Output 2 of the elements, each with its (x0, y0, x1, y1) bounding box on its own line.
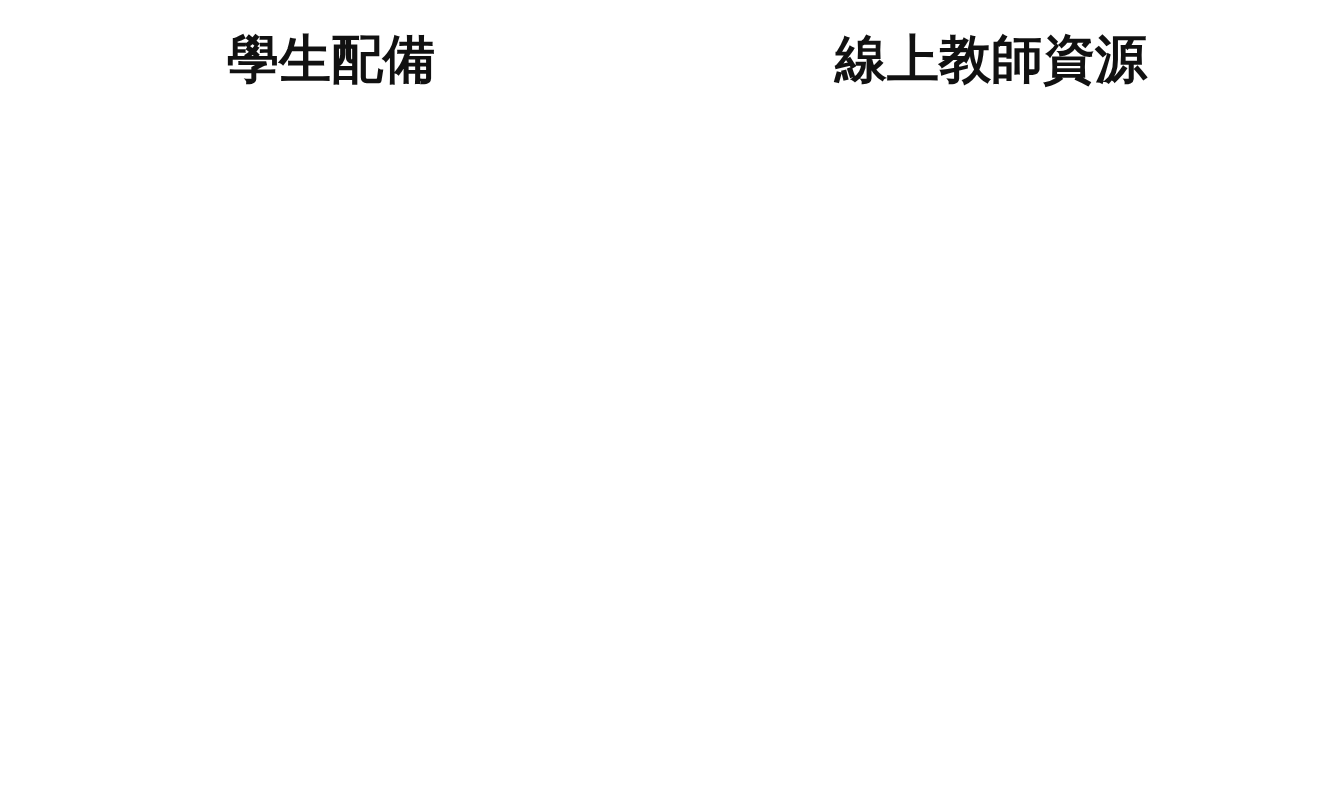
column-heading: 學生配備 (226, 28, 436, 91)
column-heading: 線上教師資源 (833, 28, 1149, 91)
